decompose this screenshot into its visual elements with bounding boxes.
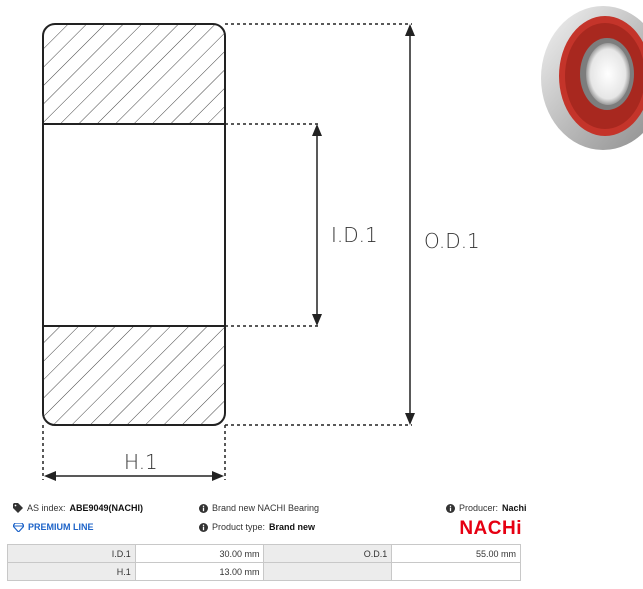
product-type-label: Product type: [212,522,266,532]
producer-info: Producer: Nachi [446,503,527,513]
spec-value: 13.00 mm [134,562,265,581]
info-icon [199,522,208,532]
id-dimension-arrow [312,124,322,326]
nachi-logo: NACHi [459,518,522,538]
table-row: H.1 13.00 mm [7,562,521,581]
spec-value [391,562,521,581]
bearing-cross-section-drawing: I.D.1 O.D.1 H.1 [42,23,480,481]
nachi-logo-text: NACHi [459,518,522,538]
table-row: I.D.1 30.00 mm O.D.1 55.00 mm [7,544,521,563]
id-label: I.D.1 [331,223,378,247]
premium-line-badge: PREMIUM LINE [13,522,94,532]
spec-value: 55.00 mm [391,544,521,563]
bearing-outline [42,23,226,426]
info-icon [199,503,208,513]
od-dimension-arrow [405,24,415,425]
as-index-value: ABE9049(NACHI) [69,503,144,513]
spec-label: H.1 [7,562,136,581]
producer-value: Nachi [502,503,527,513]
as-index-label: AS index: [27,503,66,513]
info-icon [446,503,455,513]
spec-label [263,562,393,581]
brand-info: Brand new NACHI Bearing [199,503,319,513]
producer-label: Producer: [459,503,499,513]
hatched-lower-ring [44,326,224,424]
spec-label: O.D.1 [263,544,393,563]
product-type-value: Brand new [269,522,316,532]
product-type-info: Product type: Brand new [199,522,315,532]
hatched-upper-ring [44,25,224,124]
spec-label: I.D.1 [7,544,136,563]
h-dimension-arrow [44,471,224,481]
premium-line-text: PREMIUM LINE [28,522,94,532]
diamond-icon [13,522,24,532]
h-label: H.1 [124,450,158,474]
spec-value: 30.00 mm [134,544,265,563]
brand-text: Brand new NACHI Bearing [212,503,320,513]
as-index-info: AS index: ABE9049(NACHI) [13,503,143,513]
od-label: O.D.1 [424,229,480,253]
specs-table: I.D.1 30.00 mm O.D.1 55.00 mm H.1 13.00 … [7,544,521,581]
bearing-product-photo [541,6,643,150]
tag-icon [13,503,23,513]
